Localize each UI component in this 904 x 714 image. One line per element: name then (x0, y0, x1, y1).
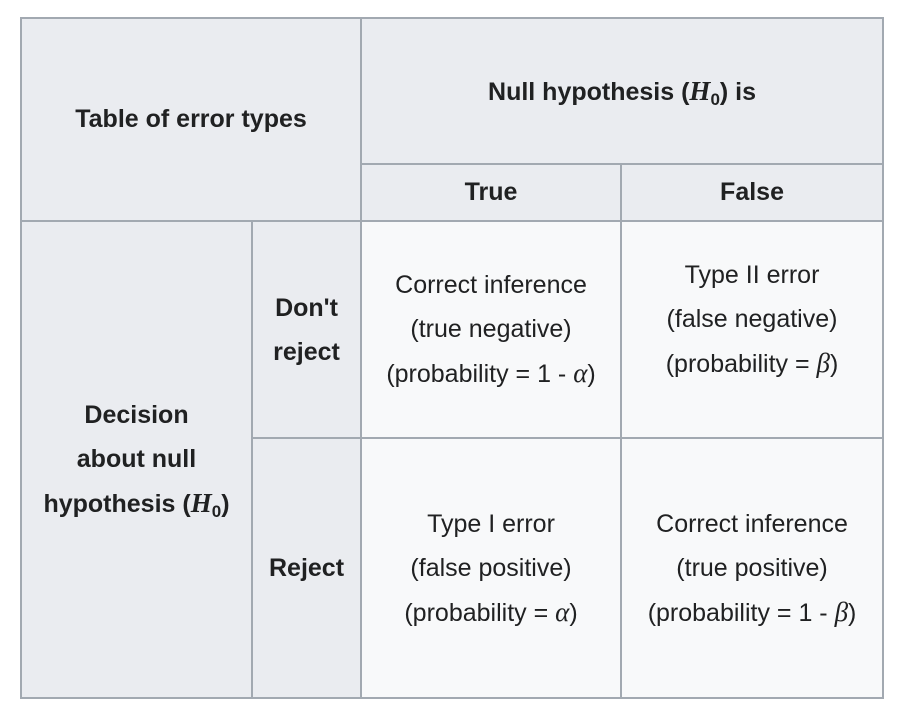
table-caption-cell: Table of error types (19, 17, 363, 222)
cell-outcome: Type I error (427, 509, 555, 538)
cell-type-i-error: Type I error (false positive) (probabili… (360, 437, 623, 699)
decision-line-1: Decision (84, 401, 189, 429)
prob-prefix: (probability = 1 - (647, 598, 835, 627)
null-hypothesis-header: Null hypothesis (H0) is (360, 17, 885, 165)
prob-prefix: (probability = (665, 350, 817, 378)
prob-suffix: ) (848, 598, 857, 627)
cell-outcome-type: (false negative) (666, 305, 838, 333)
decision-line-3: hypothesis (H0) (22, 481, 251, 526)
cell-probability: (probability = 1 - α) (362, 351, 620, 396)
prob-suffix: ) (587, 360, 596, 388)
decision-header: Decision about null hypothesis (H0) (20, 220, 253, 699)
row-header-reject: Reject (250, 437, 363, 699)
table-title: Table of error types (75, 105, 307, 133)
prob-prefix: (probability = (404, 598, 556, 627)
cell-type-ii-error: Type II error (false negative) (probabil… (620, 220, 885, 439)
h-variable: H (190, 488, 212, 518)
beta-symbol: β (816, 348, 830, 378)
decision-line-3-prefix: hypothesis ( (43, 490, 191, 518)
beta-symbol: β (834, 596, 849, 627)
alpha-symbol: α (555, 596, 570, 627)
cell-true-negative: Correct inference (true negative) (proba… (360, 220, 623, 439)
cell-true-positive: Correct inference (true positive) (proba… (620, 437, 885, 699)
prob-suffix: ) (569, 598, 578, 627)
h-subscript: 0 (710, 89, 720, 109)
h-subscript: 0 (211, 502, 222, 521)
decision-line-2: about null (76, 445, 197, 473)
error-types-table: Table of error types Null hypothesis (H0… (19, 17, 885, 699)
cell-probability: (probability = β) (622, 341, 882, 386)
cell-outcome: Type II error (684, 261, 820, 289)
prob-suffix: ) (829, 350, 839, 378)
cell-probability: (probability = α) (362, 590, 620, 635)
cell-outcome: Correct inference (656, 509, 848, 538)
cell-probability: (probability = 1 - β) (622, 590, 882, 635)
cell-outcome-type: (false positive) (410, 553, 572, 582)
null-header-suffix: ) is (719, 77, 757, 106)
cell-outcome: Correct inference (395, 271, 587, 299)
alpha-symbol: α (573, 358, 588, 388)
row-header-dont-reject: Don't reject (250, 220, 363, 439)
column-header-false: False (620, 163, 885, 222)
prob-prefix: (probability = 1 - (386, 360, 574, 388)
decision-line-3-suffix: ) (221, 490, 230, 518)
cell-outcome-type: (true positive) (676, 553, 828, 582)
null-header-text: Null hypothesis ( (488, 77, 690, 106)
h-variable: H (689, 75, 711, 106)
column-header-true: True (360, 163, 623, 222)
row-label-line-1: Don't (275, 293, 338, 322)
row-label-line-2: reject (273, 337, 340, 366)
row-label-line-1: Reject (268, 553, 345, 582)
cell-outcome-type: (true negative) (410, 315, 572, 343)
